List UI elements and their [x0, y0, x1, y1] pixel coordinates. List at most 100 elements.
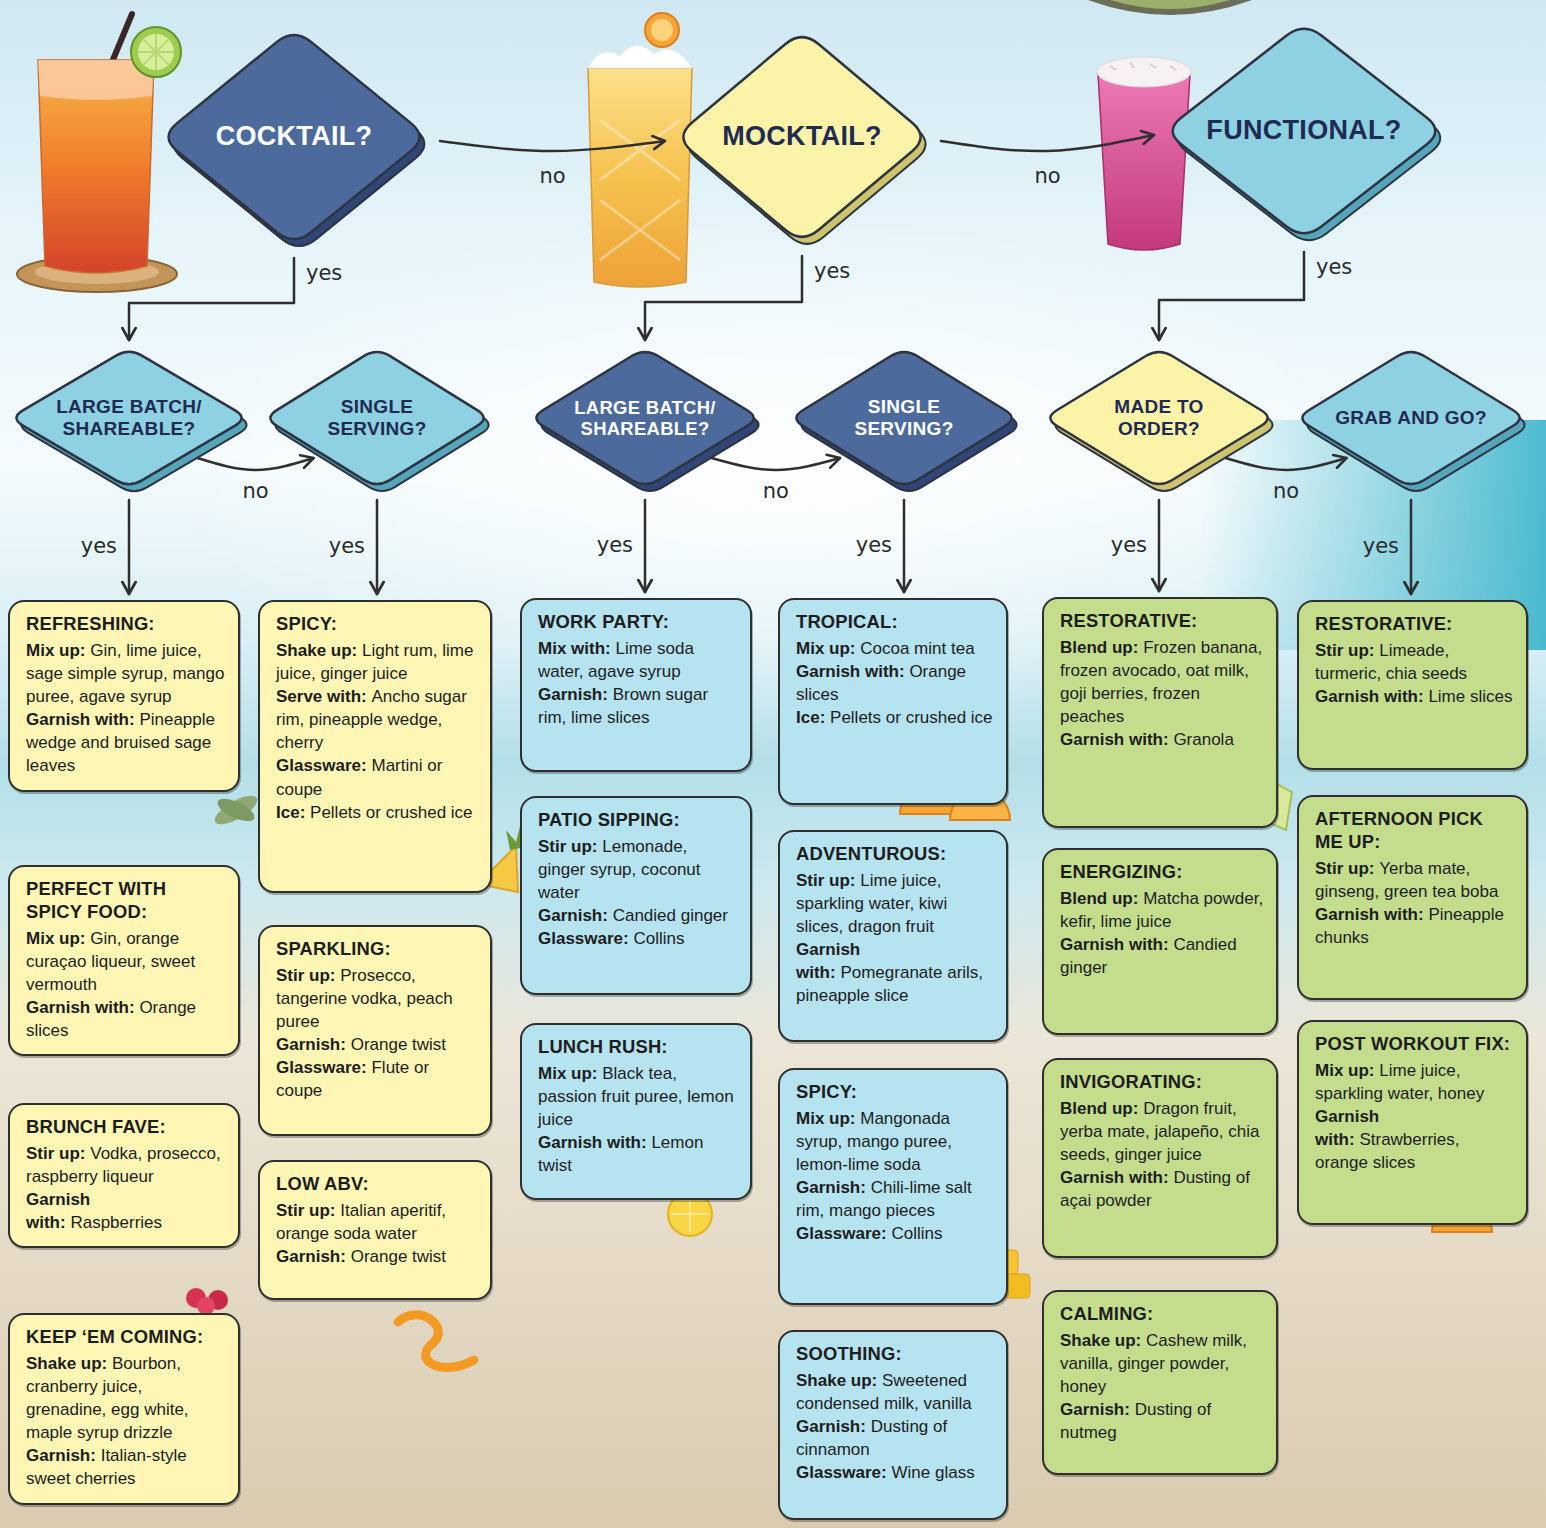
- orange-slice: [645, 13, 679, 47]
- decision-label: LARGE BATCH/ SHAREABLE?: [559, 397, 731, 440]
- orange-slice: [651, 19, 673, 41]
- card-field-label: Ice:: [276, 803, 310, 822]
- card-field-value: Collins: [891, 1224, 942, 1243]
- card-heading: AFTERNOON PICK ME UP:: [1315, 808, 1514, 854]
- diamond-outline: [796, 352, 1011, 484]
- flow-arrow: [376, 500, 379, 594]
- edge-label: yes: [814, 260, 850, 283]
- card-field: Ice:Pellets or crushed ice: [796, 706, 994, 729]
- flow-arrow: [198, 458, 314, 470]
- card-field-value: Pellets or crushed ice: [830, 708, 993, 727]
- card-field-label: Stir up:: [1315, 859, 1379, 878]
- card-heading: KEEP ‘EM COMING:: [26, 1326, 226, 1349]
- card-field-label: Garnish:: [796, 1417, 871, 1436]
- flow-arrow: [941, 135, 1154, 151]
- diamond-text-box: SINGLE SERVING?: [262, 346, 492, 490]
- card-field-label: Blend up:: [1060, 1099, 1143, 1118]
- card-field: Mix up:Mangonada syrup, mango puree, lem…: [796, 1107, 994, 1176]
- card-field-value: Candied ginger: [613, 906, 728, 925]
- diamond-text-box: GRAB AND GO?: [1294, 346, 1528, 490]
- card-heading: RESTORATIVE:: [1315, 613, 1514, 636]
- card-heading: SPARKLING:: [276, 938, 478, 961]
- flow-arrow: [712, 458, 841, 470]
- card-field: Garnish with:Strawberries, orange slices: [1315, 1105, 1514, 1174]
- card-field-label: Stir up:: [26, 1144, 90, 1163]
- recipe-card: RESTORATIVE:Blend up:Frozen banana, froz…: [1042, 597, 1278, 828]
- decision-label: FUNCTIONAL?: [1206, 115, 1401, 146]
- card-field: Shake up:Bourbon, cranberry juice, grena…: [26, 1352, 226, 1444]
- coconut-topping: [1110, 62, 1176, 70]
- card-field-label: Garnish:: [1060, 1400, 1135, 1419]
- card-field-label: Glassware:: [276, 756, 371, 775]
- decision-label: SINGLE SERVING?: [848, 396, 960, 440]
- flow-arrow: [128, 500, 131, 594]
- card-field-label: Garnish:: [276, 1035, 351, 1054]
- diamond-text-box: LARGE BATCH/ SHAREABLE?: [8, 346, 250, 490]
- card-field: Mix up:Black tea, passion fruit puree, l…: [538, 1062, 738, 1131]
- card-field-value: Granola: [1173, 730, 1233, 749]
- decision-diamond: SINGLE SERVING?: [262, 346, 492, 490]
- decision-diamond: FUNCTIONAL?: [1162, 20, 1446, 242]
- card-field: Garnish with:Candied ginger: [1060, 933, 1264, 979]
- decision-diamond: SINGLE SERVING?: [788, 346, 1020, 490]
- lime-wheel: [131, 27, 181, 77]
- decision-diamond: LARGE BATCH/ SHAREABLE?: [8, 346, 250, 490]
- card-field-label: Stir up:: [796, 871, 860, 890]
- cocktail-glass: [17, 14, 181, 292]
- edge-label: yes: [597, 534, 633, 557]
- card-heading: PATIO SIPPING:: [538, 809, 738, 832]
- card-heading: ADVENTUROUS:: [796, 843, 994, 866]
- card-field: Stir up:Yerba mate, ginseng, green tea b…: [1315, 857, 1514, 903]
- flow-arrow: [1410, 500, 1413, 594]
- bowl-illustration: [1088, 0, 1252, 15]
- card-field: Blend up:Dragon fruit, yerba mate, jalap…: [1060, 1097, 1264, 1166]
- card-field: Garnish with:Dusting of açai powder: [1060, 1166, 1264, 1212]
- decision-diamond: LARGE BATCH/ SHAREABLE?: [528, 346, 762, 490]
- edge-label: no: [763, 480, 789, 503]
- card-field-label: Glassware:: [276, 1058, 371, 1077]
- flow-arrow: [1226, 458, 1347, 470]
- card-field: Stir up:Lemonade, ginger syrup, coconut …: [538, 835, 738, 904]
- card-field: Garnish with:Pomegranate arils, pineappl…: [796, 938, 994, 1007]
- card-heading: LUNCH RUSH:: [538, 1036, 738, 1059]
- card-field-label: Garnish with:: [796, 662, 909, 681]
- card-field-value: Lime slices: [1428, 687, 1512, 706]
- recipe-card: RESTORATIVE: Stir up:Limeade, turmeric, c…: [1297, 600, 1528, 770]
- recipe-card: BRUNCH FAVE:Stir up:Vodka, prosecco, ras…: [8, 1103, 240, 1248]
- card-field: Garnish with:Pineapple wedge and bruised…: [26, 708, 226, 777]
- card-field: Stir up:Limeade, turmeric, chia seeds: [1315, 639, 1514, 685]
- card-field-label: Garnish:: [538, 906, 613, 925]
- edge-label: no: [539, 165, 565, 188]
- card-field-label: Ice:: [796, 708, 830, 727]
- card-field-label: Shake up:: [276, 641, 362, 660]
- diamond-text-box: FUNCTIONAL?: [1162, 20, 1446, 242]
- card-field: Mix up:Gin, orange curaçao liqueur, swee…: [26, 927, 226, 996]
- card-field: Stir up:Italian aperitif, orange soda wa…: [276, 1199, 478, 1245]
- card-field: Garnish:Chili-lime salt rim, mango piece…: [796, 1176, 994, 1222]
- diamond-outline: [1302, 352, 1519, 484]
- glass-body: [588, 68, 692, 287]
- decision-diamond: COCKTAIL?: [158, 26, 430, 248]
- recipe-card: SPICY:Mix up:Mangonada syrup, mango pure…: [778, 1068, 1008, 1305]
- card-field-label: Mix up:: [796, 639, 860, 658]
- recipe-card: CALMING:Shake up:Cashew milk, vanilla, g…: [1042, 1290, 1278, 1475]
- recipe-card: WORK PARTY:Mix with:Lime soda water, aga…: [520, 598, 752, 772]
- recipe-card: REFRESHING:Mix up:Gin, lime juice, sage …: [8, 600, 240, 792]
- card-field-label: Garnish with:: [26, 710, 139, 729]
- diamond-text-box: SINGLE SERVING?: [788, 346, 1020, 490]
- decision-label: SINGLE SERVING?: [321, 396, 433, 440]
- recipe-card: SPICY:Shake up:Light rum, lime juice, gi…: [258, 600, 492, 893]
- sage-leaf: [211, 790, 262, 830]
- card-field: Glassware:Collins: [538, 927, 738, 950]
- card-field: Shake up:Cashew milk, vanilla, ginger po…: [1060, 1329, 1264, 1398]
- card-field: Garnish with:Lime slices: [1315, 685, 1514, 708]
- recipe-card: AFTERNOON PICK ME UP:Stir up:Yerba mate,…: [1297, 795, 1528, 1000]
- card-field-label: Garnish with:: [1315, 687, 1428, 706]
- diamond-outline: [270, 352, 483, 484]
- edge-label: yes: [1316, 256, 1352, 279]
- card-field: Mix up:Cocoa mint tea: [796, 637, 994, 660]
- edge-label: no: [1273, 480, 1299, 503]
- card-field-label: Stir up:: [276, 966, 340, 985]
- card-heading: ENERGIZING:: [1060, 861, 1264, 884]
- decision-diamond: MADE TO ORDER?: [1042, 346, 1276, 490]
